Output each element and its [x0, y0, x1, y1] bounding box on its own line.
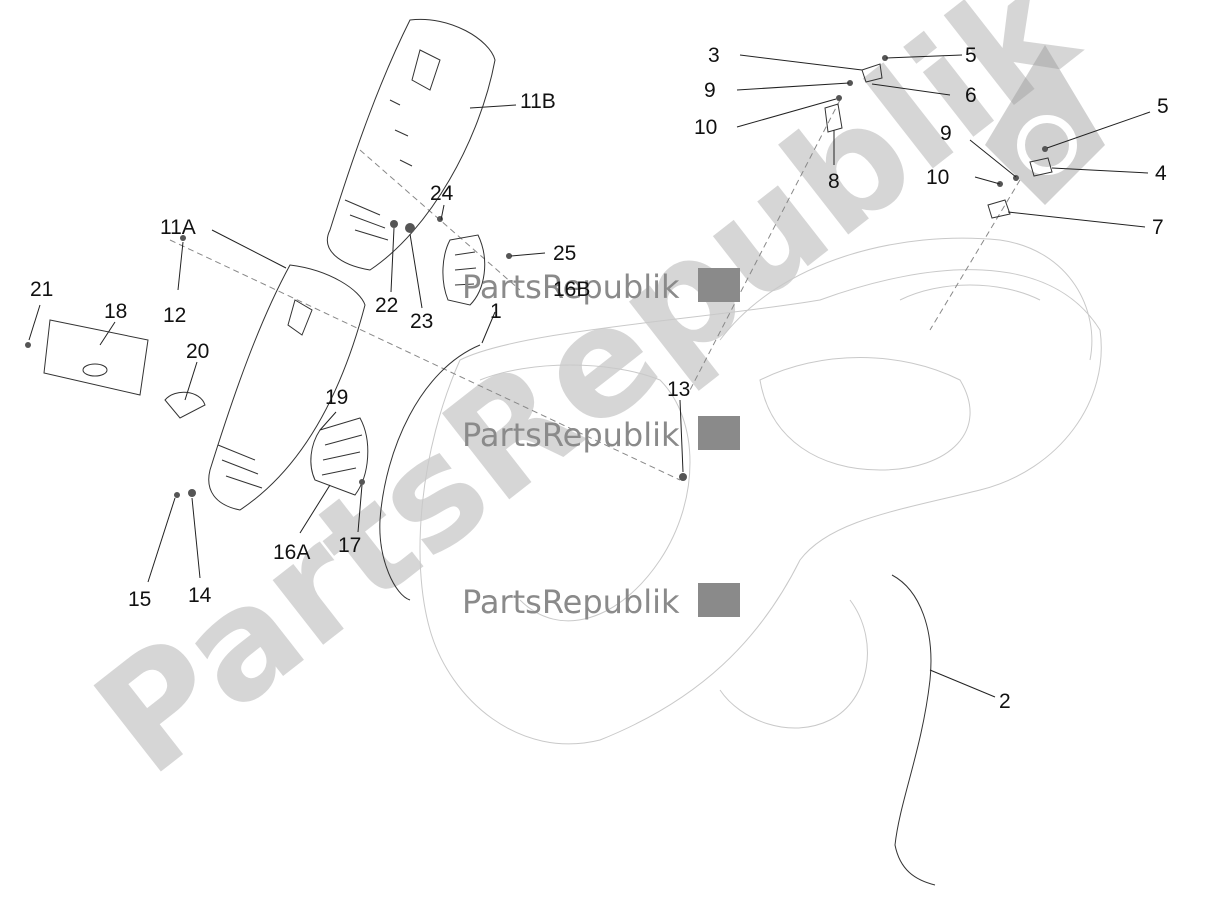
callout-23: 23: [410, 310, 433, 333]
callout-6: 6: [965, 84, 977, 107]
callout-10-right: 10: [926, 166, 949, 189]
callout-21: 21: [30, 278, 53, 301]
callout-4: 4: [1155, 162, 1167, 185]
callout-7: 7: [1152, 216, 1164, 239]
part-20-bracket: [164, 391, 206, 419]
callout-10-top: 10: [694, 116, 717, 139]
watermark-gear-logo: [985, 45, 1105, 205]
part-16b-grill: [442, 234, 486, 306]
callout-22: 22: [375, 294, 398, 317]
callout-8: 8: [828, 170, 840, 193]
part-16a-grill: [310, 417, 369, 496]
leader-lines: [28, 54, 1151, 698]
callout-11a: 11A: [160, 216, 196, 239]
callout-9-top: 9: [704, 79, 716, 102]
callout-labels: 3 5 9 6 10 8 5 9 10 4 7 11B 11A 24 25 16…: [30, 44, 1169, 713]
callout-1: 1: [490, 300, 502, 323]
callout-11b: 11B: [520, 90, 556, 113]
callout-20: 20: [186, 340, 209, 363]
callout-5-top: 5: [965, 44, 977, 67]
alignment-lines: [169, 99, 1021, 481]
callout-15: 15: [128, 588, 151, 611]
parts-3-4-7-8-brackets: [824, 63, 1053, 219]
callout-12: 12: [163, 304, 186, 327]
gear-icon: [698, 268, 740, 617]
callout-19: 19: [325, 386, 348, 409]
callout-25: 25: [553, 242, 576, 265]
callout-16a: 16A: [273, 541, 310, 564]
callout-5-right: 5: [1157, 95, 1169, 118]
scooter-body-outline: [419, 237, 1102, 745]
callout-14: 14: [188, 584, 212, 607]
watermark-text-3: PartsRepublik: [462, 583, 680, 621]
callout-16b: 16B: [553, 278, 590, 301]
small-hardware: [25, 55, 1048, 498]
callout-24: 24: [430, 182, 454, 205]
part-18-plate: [43, 319, 149, 396]
callout-2: 2: [999, 690, 1011, 713]
callout-18: 18: [104, 300, 127, 323]
callout-17: 17: [338, 534, 361, 557]
watermark-logos: PartsRepublik PartsRepublik PartsRepubli…: [462, 268, 740, 621]
callout-9-right: 9: [940, 122, 952, 145]
watermark-text-2: PartsRepublik: [462, 416, 680, 454]
part-11b-horn-cover: [327, 18, 496, 271]
part-11a-horn-cover: [208, 264, 366, 511]
seal-parts: [379, 344, 936, 886]
watermark-text-1: PartsRepublik: [462, 268, 680, 306]
callout-3: 3: [708, 44, 720, 67]
callout-13: 13: [667, 378, 690, 401]
